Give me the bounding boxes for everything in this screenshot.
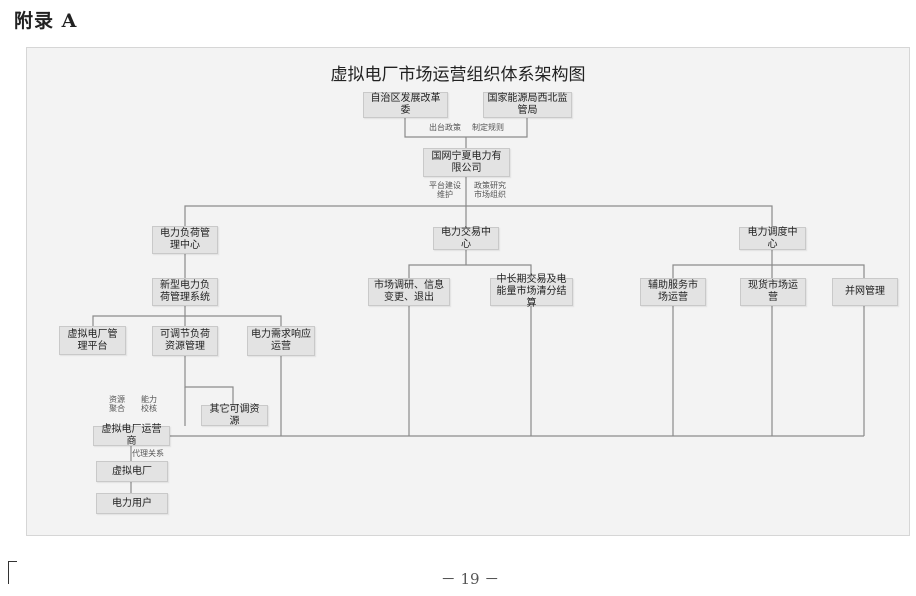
node-nengyuanju-xibei: 国家能源局西北监管局 <box>483 92 572 118</box>
node-xinxing-system: 新型电力负荷管理系统 <box>152 278 218 306</box>
node-guowang-ningxia: 国网宁夏电力有限公司 <box>423 148 510 177</box>
edge-label-policy: 出台政策 <box>429 123 461 132</box>
node-xuqiu-response: 电力需求响应运营 <box>247 326 315 356</box>
node-diaodu-center: 电力调度中心 <box>739 227 806 250</box>
node-tiaojie-resource: 可调节负荷资源管理 <box>152 326 218 356</box>
node-fuzhu-service: 辅助服务市场运营 <box>640 278 706 306</box>
node-vpp-platform: 虚拟电厂管理平台 <box>59 326 126 355</box>
node-other-resource: 其它可调资源 <box>201 404 268 427</box>
edge-label-resource-aggregation: 资源 聚合 <box>109 395 125 413</box>
node-long-term-trading: 中长期交易及电能量市场清分结算 <box>490 274 573 309</box>
edge-label-capacity-check: 能力 校核 <box>141 395 157 413</box>
node-market-research: 市场调研、信息变更、退出 <box>368 278 450 306</box>
node-power-user: 电力用户 <box>96 493 168 514</box>
diagram-title: 虚拟电厂市场运营组织体系架构图 <box>330 65 586 85</box>
edge-label-platform: 平台建设 维护 <box>429 181 461 199</box>
node-jiaoyi-center: 电力交易中心 <box>433 227 499 250</box>
appendix-label: 附录 A <box>14 10 78 32</box>
page-number: － 19 － <box>440 570 500 588</box>
node-vpp: 虚拟电厂 <box>96 461 168 482</box>
node-spot-market: 现货市场运营 <box>740 278 806 306</box>
node-vpp-operator: 虚拟电厂运营商 <box>93 424 170 447</box>
edge-label-research: 政策研究 市场组织 <box>474 181 506 199</box>
node-zizhiqu-fagaiwei: 自治区发展改革委 <box>363 92 448 118</box>
node-grid-connect: 并网管理 <box>832 278 898 306</box>
edge-label-rules: 制定规则 <box>472 123 504 132</box>
edge-label-agency: 代理关系 <box>132 449 164 458</box>
page-corner-mark <box>8 561 17 584</box>
node-fuhe-center: 电力负荷管理中心 <box>152 226 218 254</box>
